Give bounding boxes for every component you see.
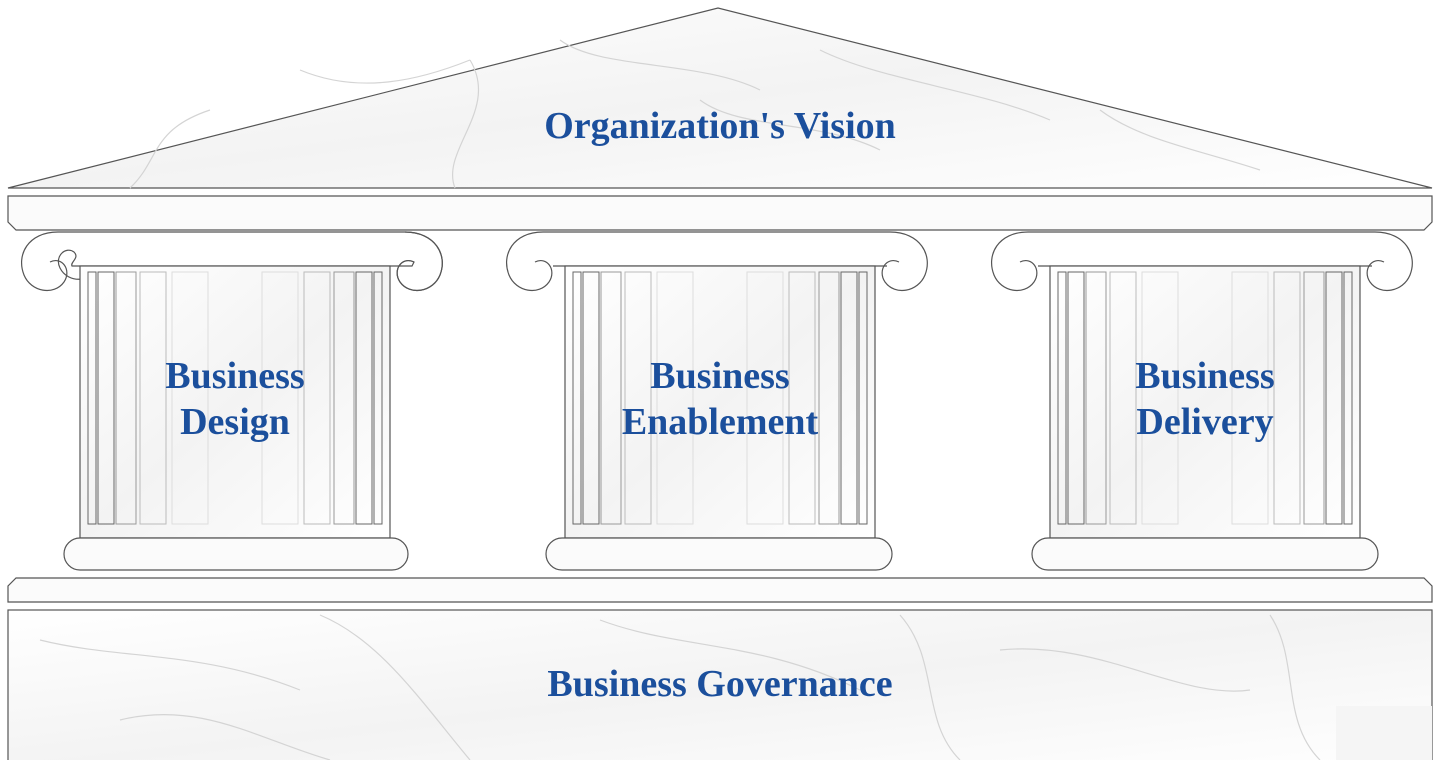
pillar-2-label-line2: Enablement — [621, 400, 819, 443]
vision-label-text: Organization's Vision — [544, 105, 896, 147]
pillar-2-label: Business Enablement — [565, 354, 875, 445]
pillar-1-label: Business Design — [80, 354, 390, 445]
pillar-2 — [506, 231, 928, 571]
pillar-3-label: Business Delivery — [1050, 354, 1360, 445]
pillar-3-label-line2: Delivery — [1136, 400, 1274, 443]
stylobate — [7, 577, 1433, 603]
pillar-1 — [21, 231, 443, 571]
base-block — [7, 609, 1433, 760]
pillar-3 — [991, 231, 1413, 571]
governance-label-text: Business Governance — [547, 663, 893, 705]
pillar-1-label-line2: Design — [180, 400, 290, 443]
governance-label: Business Governance — [420, 662, 1020, 708]
vision-label: Organization's Vision — [420, 104, 1020, 150]
entablature — [7, 195, 1433, 231]
pillar-2-label-line1: Business — [650, 355, 790, 397]
pillar-1-label-line1: Business — [165, 355, 305, 397]
pillar-3-label-line1: Business — [1135, 355, 1275, 397]
roof-pediment — [7, 7, 1433, 189]
